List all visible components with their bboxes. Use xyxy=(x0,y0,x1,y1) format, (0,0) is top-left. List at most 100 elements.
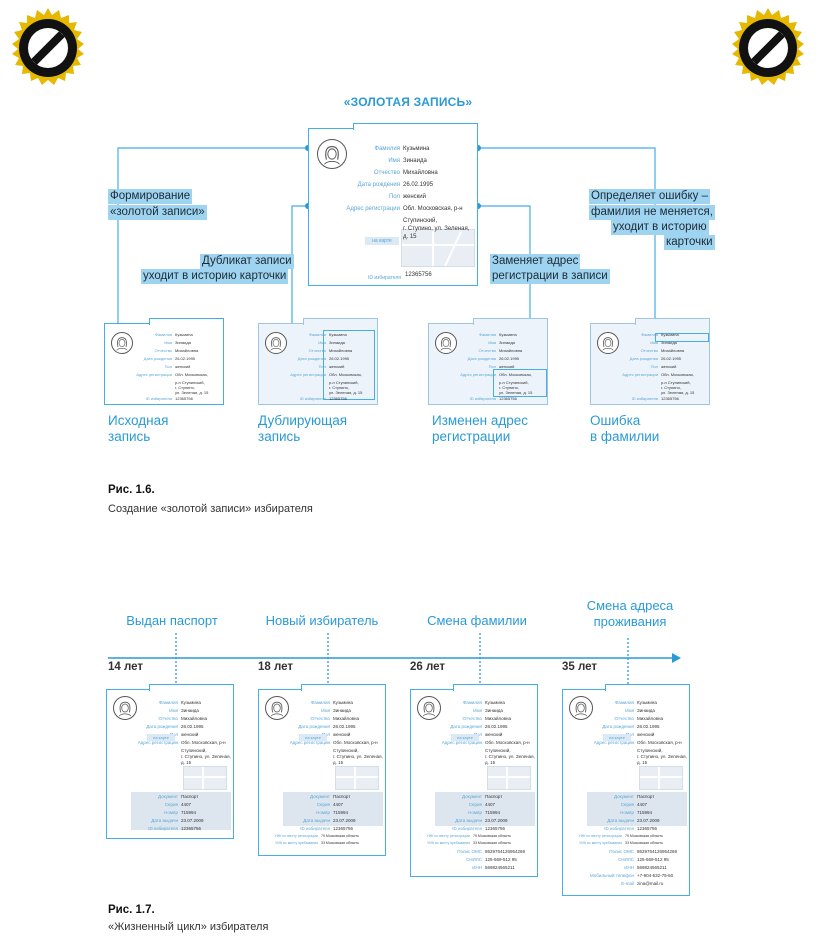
field-value: Паспорт xyxy=(181,794,199,799)
field-label: Имя xyxy=(473,708,482,713)
address-line: г. Ступино, ул. Зеленая, xyxy=(333,754,383,759)
field-value: Михайловна xyxy=(661,348,685,353)
field-label: Отчество xyxy=(614,716,634,721)
field-label: Номер xyxy=(468,810,482,815)
field-value: 12365756 xyxy=(181,826,202,831)
field-label: СНИЛС xyxy=(466,857,482,862)
field-value: 79 Московская область xyxy=(473,834,511,838)
figure-number-17: Рис. 1.7. xyxy=(108,904,155,916)
field-value: +7-904-632-75-60 xyxy=(637,873,674,878)
field-value: Михайловна xyxy=(403,170,438,176)
field-label: Имя xyxy=(650,340,658,345)
field-label: Документ xyxy=(158,794,178,799)
address-line: р-н Ступинский, xyxy=(175,380,205,385)
field-label: Адрес регистрации xyxy=(290,372,326,377)
address-line: ул. Зеленая, д. 15 xyxy=(499,390,533,395)
field-label: Номер xyxy=(164,810,178,815)
field-label: ID избирателя xyxy=(452,826,482,831)
field-label: Документ xyxy=(310,794,330,799)
event-address-change: Смена адреса проживания xyxy=(586,598,674,629)
field-value: Михайловна xyxy=(485,716,512,721)
address-line: р-н Ступинский, xyxy=(661,380,691,385)
field-label: Дата рождения xyxy=(143,356,172,361)
field-label: Адрес регистрации xyxy=(136,372,172,377)
field-label: Отчество xyxy=(462,716,482,721)
field-label: Адрес регистрации xyxy=(593,740,634,745)
map-button[interactable]: на карте xyxy=(147,734,175,741)
field-label: Дата выдачи xyxy=(455,818,482,823)
field-value: 569824565211 xyxy=(637,865,667,870)
extra-row: Мобильный телефон+7-904-632-75-60 xyxy=(563,873,689,880)
field-value: 33 Московская область xyxy=(473,841,511,845)
map-button[interactable]: на карте xyxy=(603,734,631,741)
field-label: Пол xyxy=(388,194,400,200)
field-value: 23.07.2009 xyxy=(181,818,204,823)
field-label: Дата рождения xyxy=(298,724,330,729)
field-value: женский xyxy=(637,732,655,737)
field-label: УИК по месту пребывания xyxy=(275,841,318,845)
field-label: Фамилия xyxy=(462,700,482,705)
field-value: 12365756 xyxy=(499,396,517,401)
map-button[interactable]: на карте xyxy=(451,734,479,741)
field-label: Фамилия xyxy=(309,332,326,337)
field-label: Адрес регистрации xyxy=(289,740,330,745)
map-button[interactable]: на карте xyxy=(365,237,399,245)
field-value: 12365756 xyxy=(175,396,193,401)
field-value: 12365756 xyxy=(637,826,658,831)
map-thumbnail xyxy=(335,766,379,790)
avatar-icon xyxy=(597,332,619,354)
field-label: Фамилия xyxy=(310,700,330,705)
annotation-address-2: регистрации в записи xyxy=(490,269,610,284)
field-value: Паспорт xyxy=(333,794,351,799)
address-line: Ступинский, xyxy=(637,748,663,753)
field-label: ID избирателя xyxy=(299,396,326,401)
field-value: 79 Московская область xyxy=(321,834,359,838)
field-value: Зинаида xyxy=(661,340,677,345)
field-label: Пол xyxy=(318,364,326,369)
field-value: Михайловна xyxy=(333,716,360,721)
field-value: 26.02.1995 xyxy=(637,724,660,729)
field-label: Дата рождения xyxy=(629,356,658,361)
address-line: г. Ступино, xyxy=(661,385,681,390)
field-value: 715994 xyxy=(333,810,349,815)
field-label: Отчество xyxy=(308,348,326,353)
field-label: Дата выдачи xyxy=(151,818,178,823)
avatar-icon xyxy=(569,696,593,720)
timeline xyxy=(108,633,681,690)
field-label: ID избирателя xyxy=(300,826,330,831)
map-button[interactable]: на карте xyxy=(299,734,327,741)
field-label: Серия xyxy=(620,802,634,807)
annotation-error-3: уходит в историю xyxy=(611,220,709,235)
field-label: ID избирателя xyxy=(145,396,172,401)
